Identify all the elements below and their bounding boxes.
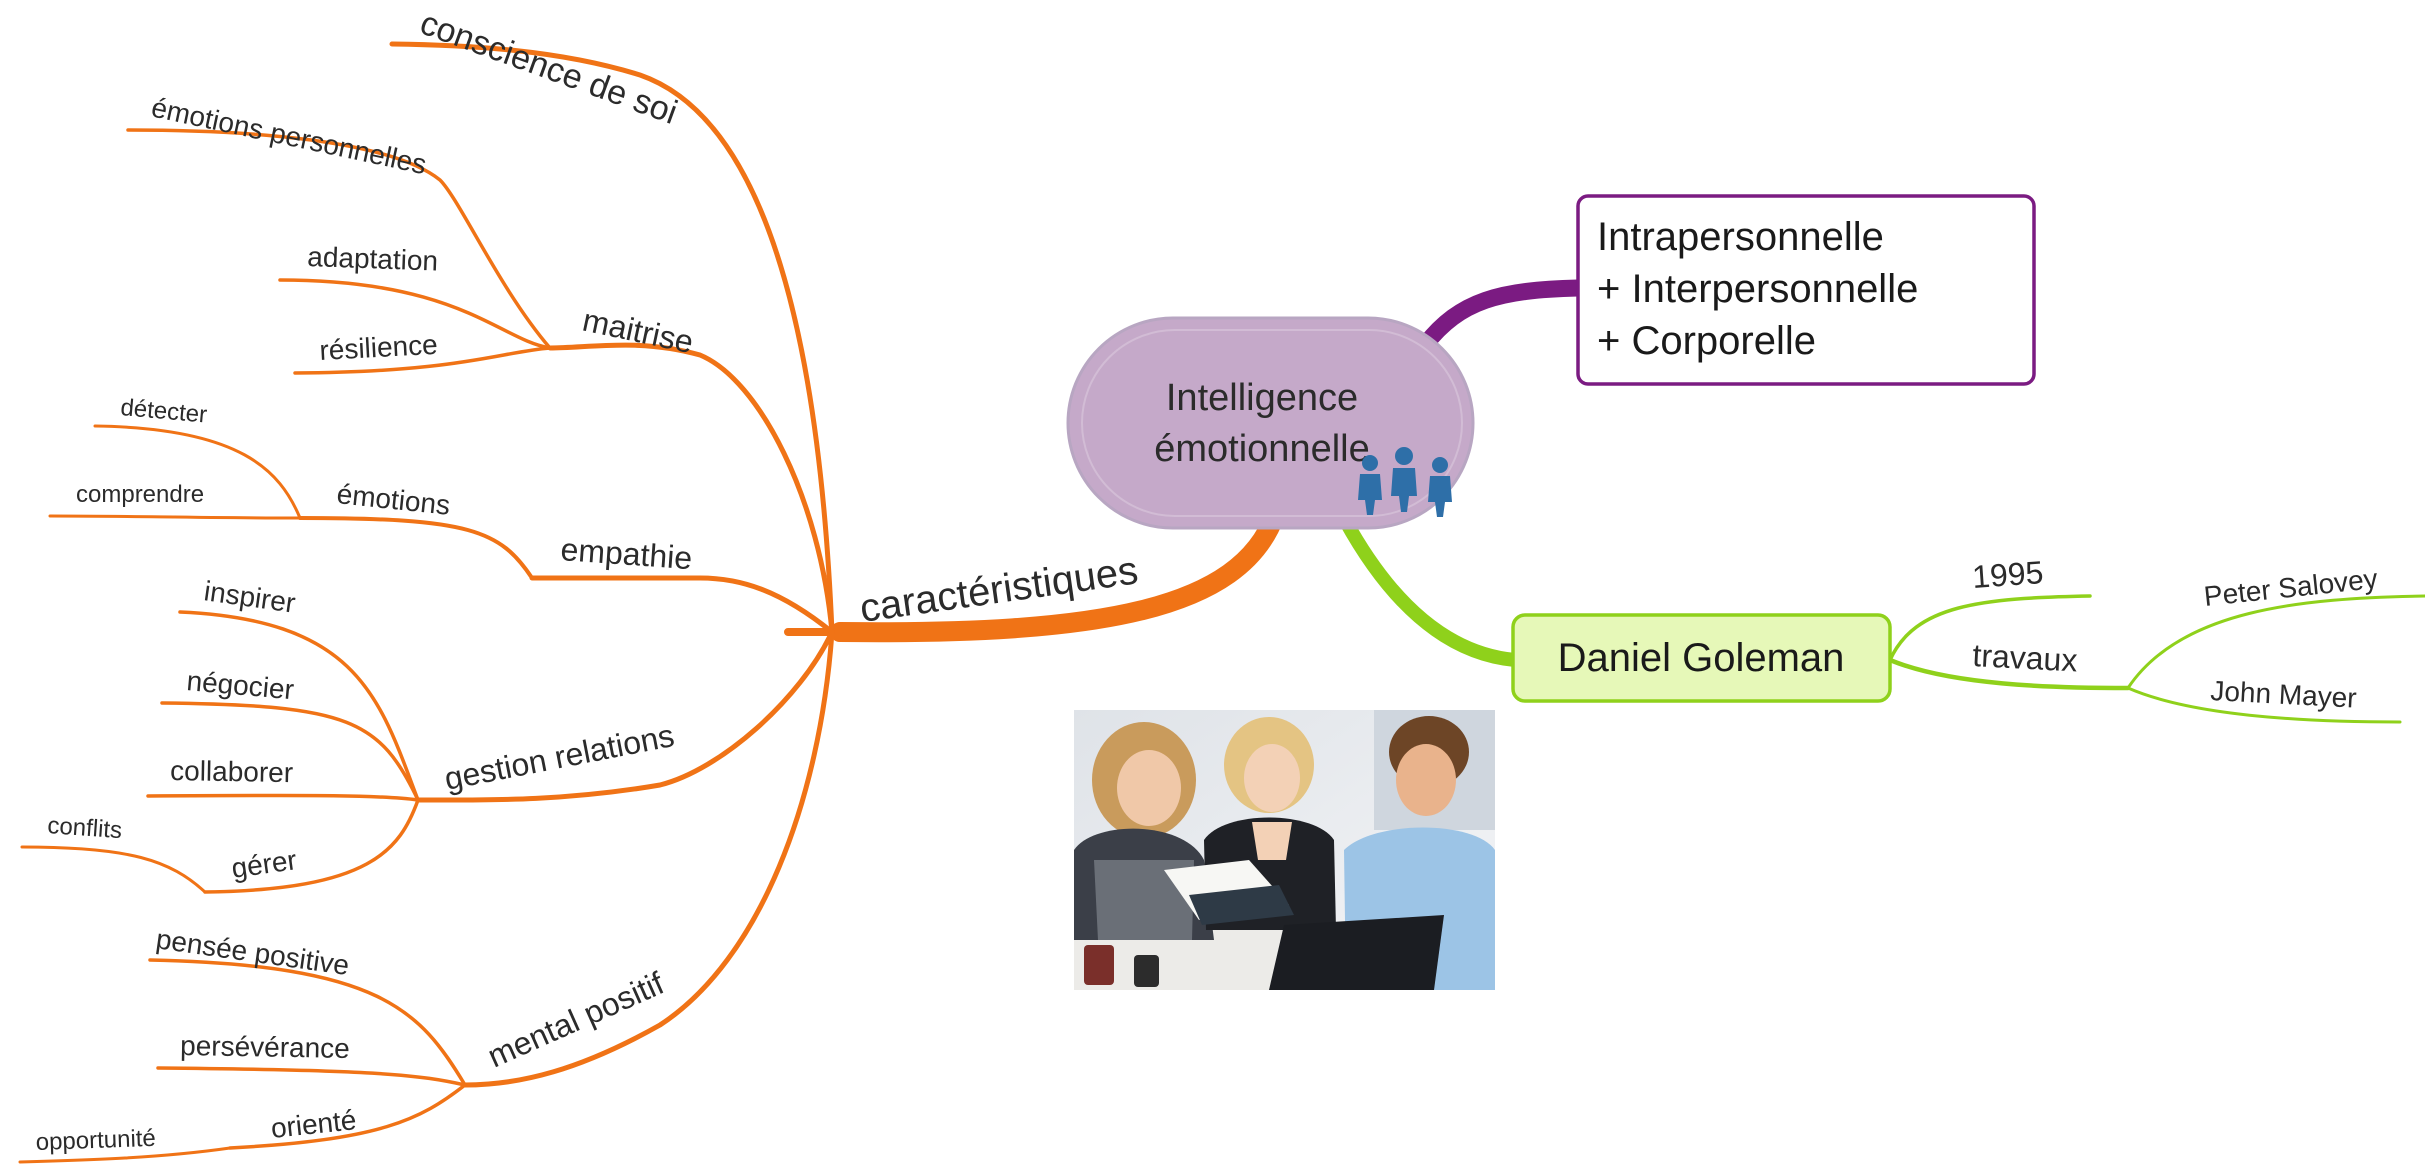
label-conscience: conscience de soi xyxy=(415,4,682,132)
label-mental-positif: mental positif xyxy=(482,965,669,1075)
label-emotions: émotions xyxy=(335,478,451,521)
goleman-box[interactable]: Daniel Goleman xyxy=(1511,613,1892,703)
label-inspirer: inspirer xyxy=(202,575,297,618)
label-detecter: détecter xyxy=(119,394,208,428)
connector-caracteristiques xyxy=(830,505,1285,643)
connector-goleman xyxy=(1338,513,1522,667)
goleman-label: Daniel Goleman xyxy=(1558,636,1845,680)
intra-line-1: Intrapersonnelle xyxy=(1597,215,1884,259)
label-conflits: conflits xyxy=(47,812,123,844)
connector-conscience xyxy=(389,41,835,635)
label-perseverance: persévérance xyxy=(180,1030,350,1064)
central-title-line2: émotionnelle xyxy=(1154,428,1369,470)
labels-goleman: 1995 travaux Peter Salovey John Mayer xyxy=(1971,554,2379,714)
people-group-icon xyxy=(1358,447,1452,517)
intra-box[interactable]: Intrapersonnelle + Interpersonnelle + Co… xyxy=(1576,194,2036,386)
photo-illustration xyxy=(1074,710,1495,990)
label-opportunite: opportunité xyxy=(35,1125,156,1156)
label-gerer: gérer xyxy=(230,844,299,884)
label-pensee-positive: pensée positive xyxy=(154,923,351,981)
label-john-mayer: John Mayer xyxy=(2210,675,2358,714)
label-emotions-personnelles: émotions personnelles xyxy=(149,92,429,181)
connector-gestion xyxy=(415,629,835,803)
label-collaborer: collaborer xyxy=(170,755,293,788)
central-node[interactable]: Intelligence émotionnelle xyxy=(1066,316,1475,530)
label-comprendre: comprendre xyxy=(76,481,204,508)
connector-intra xyxy=(1416,279,1587,354)
central-title-line1: Intelligence xyxy=(1166,377,1358,419)
students-reading-photo xyxy=(1074,710,1495,990)
label-travaux: travaux xyxy=(1972,637,2079,678)
label-empathie: empathie xyxy=(560,531,694,576)
label-resilience: résilience xyxy=(319,329,439,366)
connector-mental xyxy=(462,629,835,1088)
label-gestion-relations: gestion relations xyxy=(441,717,677,797)
label-adaptation: adaptation xyxy=(307,241,439,277)
label-maitrise: maitrise xyxy=(580,302,697,361)
intra-line-3: + Corporelle xyxy=(1597,319,1816,363)
branch-caracteristiques xyxy=(18,41,1285,1164)
branch-goleman xyxy=(1338,513,2425,724)
intra-line-2: + Interpersonnelle xyxy=(1597,267,1918,311)
connector-maitrise xyxy=(547,342,835,635)
label-year: 1995 xyxy=(1971,554,2045,595)
connector-empathie xyxy=(529,575,835,635)
label-negocier: négocier xyxy=(185,665,295,705)
